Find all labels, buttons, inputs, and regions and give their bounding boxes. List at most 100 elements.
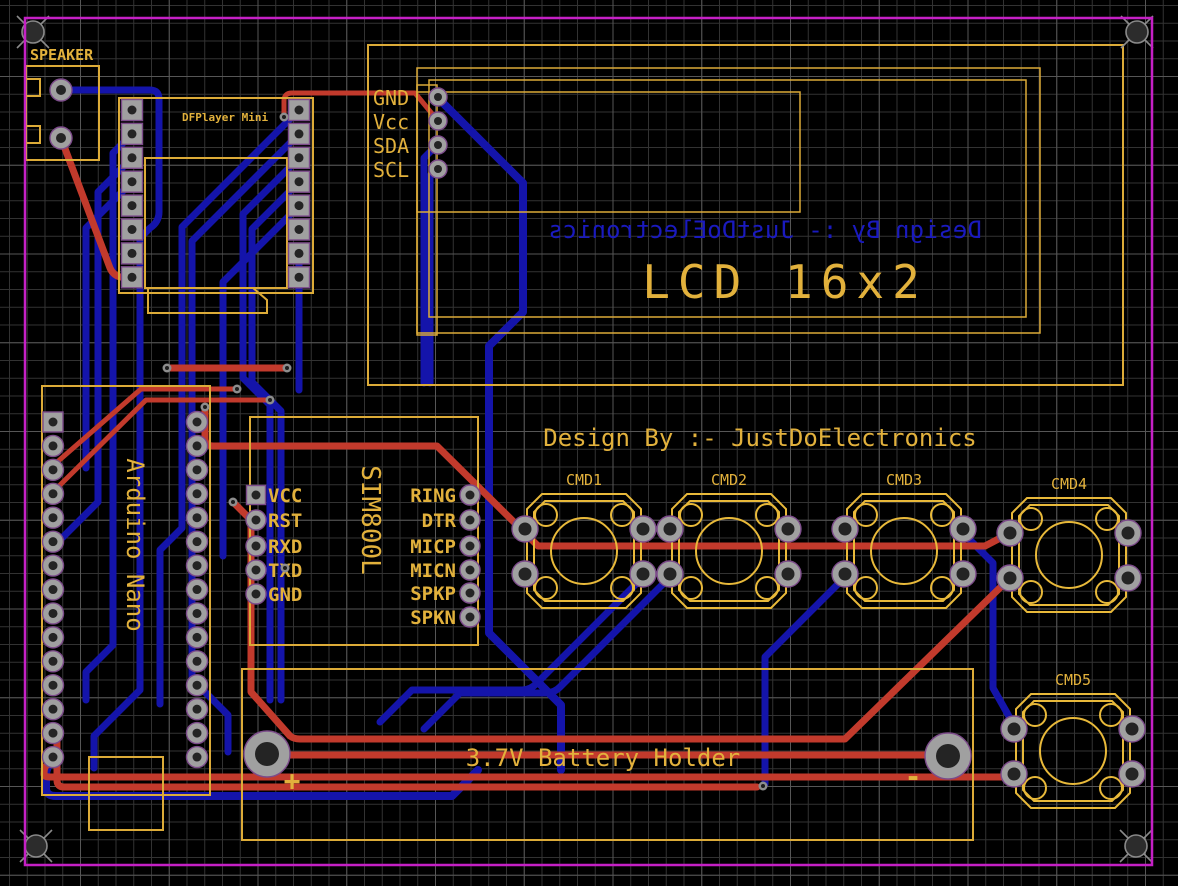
via[interactable] [232, 384, 242, 394]
dfplayer-pad[interactable] [120, 98, 144, 122]
via[interactable] [228, 497, 238, 507]
via[interactable] [200, 402, 210, 412]
via[interactable] [162, 363, 172, 373]
arduino-pad[interactable] [41, 530, 65, 553]
arduino-pad[interactable] [41, 626, 65, 649]
arduino-pad[interactable] [41, 482, 65, 505]
dfplayer-pad[interactable] [120, 122, 144, 146]
mounting-hole-icon[interactable] [1119, 829, 1153, 863]
dfplayer-footprint[interactable] [118, 97, 314, 314]
arduino-pad[interactable] [185, 745, 209, 769]
arduino-pad[interactable] [41, 745, 65, 769]
sim800l-pin-label: GND [268, 584, 302, 606]
sim800l-pad[interactable] [245, 484, 267, 506]
arduino-pad[interactable] [41, 602, 65, 625]
dfplayer-pad[interactable] [287, 218, 311, 241]
dfplayer-pad[interactable] [120, 218, 144, 241]
sim800l-pad[interactable] [245, 583, 267, 605]
arduino-pad[interactable] [185, 482, 209, 505]
via[interactable] [265, 395, 275, 405]
dfplayer-pad[interactable] [120, 194, 144, 217]
sim800l-pad[interactable] [459, 484, 481, 506]
battery-holder-footprint[interactable] [241, 668, 974, 841]
lcd-i2c-pad[interactable] [428, 159, 448, 179]
via[interactable] [282, 363, 292, 373]
sim800l-pad[interactable] [459, 559, 481, 581]
lcd-i2c-pad[interactable] [428, 111, 448, 131]
arduino-pad[interactable] [185, 578, 209, 601]
lcd-label: LCD 16x2 [642, 255, 928, 309]
generated-footprints: VCCRSTRXDTXDGNDRINGDTRMICPMICNSPKPSPKNCM… [16, 15, 1154, 863]
arduino-pad[interactable] [41, 458, 65, 482]
arduino-pad[interactable] [41, 721, 65, 745]
dfplayer-pad[interactable] [287, 98, 311, 122]
lcd-pin-scl: SCL [373, 158, 409, 182]
speaker-pad[interactable] [49, 126, 73, 150]
via[interactable] [280, 563, 290, 573]
dfplayer-pad[interactable] [287, 170, 311, 193]
dfplayer-pad[interactable] [287, 266, 311, 289]
button-cmd5[interactable]: CMD5 [1000, 671, 1146, 809]
dfplayer-pad[interactable] [287, 194, 311, 217]
arduino-pad[interactable] [41, 434, 65, 458]
dfplayer-pad[interactable] [120, 266, 144, 289]
lcd-i2c-pad[interactable] [428, 135, 448, 155]
arduino-pad[interactable] [185, 650, 209, 673]
lcd-pin-vcc: Vcc [373, 110, 409, 134]
dfplayer-pad[interactable] [287, 242, 311, 265]
lcd-i2c-pad[interactable] [428, 87, 448, 107]
arduino-pad[interactable] [185, 626, 209, 649]
battery-pad[interactable] [243, 730, 291, 778]
mounting-hole-icon[interactable] [19, 829, 53, 863]
button-cmd3[interactable]: CMD3 [831, 471, 977, 609]
sim800l-pad[interactable] [459, 509, 481, 531]
battery-plus-label: + [284, 764, 301, 797]
sim800l-footprint[interactable] [249, 416, 479, 646]
battery-label: 3.7V Battery Holder [466, 744, 741, 772]
arduino-pad[interactable] [185, 697, 209, 721]
via[interactable] [758, 781, 768, 791]
arduino-pad[interactable] [185, 410, 209, 434]
sim800l-pad[interactable] [245, 559, 267, 581]
sim800l-pin-label: VCC [268, 485, 302, 507]
sim800l-pin-label: MICN [410, 560, 456, 582]
dfplayer-pad[interactable] [287, 122, 311, 146]
sim800l-pad[interactable] [245, 509, 267, 531]
arduino-pad[interactable] [185, 602, 209, 625]
mounting-hole-icon[interactable] [16, 15, 50, 49]
silkscreen-text: SPEAKER DFPlayer Mini Design By :- JustD… [30, 46, 982, 797]
dfplayer-pad[interactable] [120, 242, 144, 265]
sim800l-pad[interactable] [459, 606, 481, 628]
arduino-pad[interactable] [41, 554, 65, 577]
battery-pad[interactable] [924, 732, 972, 780]
button-cmd1[interactable]: CMD1 [511, 471, 657, 609]
arduino-pad[interactable] [185, 458, 209, 482]
sim800l-pad[interactable] [459, 535, 481, 557]
arduino-pad[interactable] [185, 721, 209, 745]
lcd-footprint[interactable] [367, 44, 1124, 386]
dfplayer-pad[interactable] [120, 170, 144, 193]
arduino-pad[interactable] [185, 674, 209, 697]
bottom-left-connector-footprint[interactable] [88, 756, 164, 831]
mounting-hole-icon[interactable] [1120, 15, 1154, 49]
dfplayer-pad[interactable] [287, 146, 311, 170]
sim800l-pad[interactable] [459, 582, 481, 604]
via[interactable] [279, 112, 289, 122]
arduino-pad[interactable] [41, 506, 65, 529]
arduino-pad[interactable] [185, 434, 209, 458]
button-cmd4[interactable]: CMD4 [996, 475, 1142, 613]
arduino-pad[interactable] [185, 530, 209, 553]
arduino-pad[interactable] [42, 411, 64, 433]
speaker-pad[interactable] [49, 78, 73, 102]
arduino-pad[interactable] [185, 506, 209, 529]
sim800l-pad[interactable] [245, 535, 267, 557]
dfplayer-pad[interactable] [120, 146, 144, 170]
arduino-pad[interactable] [185, 554, 209, 577]
arduino-pad[interactable] [41, 578, 65, 601]
button-cmd2[interactable]: CMD2 [656, 471, 802, 609]
arduino-pad[interactable] [41, 650, 65, 673]
arduino-pad[interactable] [41, 697, 65, 721]
arduino-pad[interactable] [41, 674, 65, 697]
